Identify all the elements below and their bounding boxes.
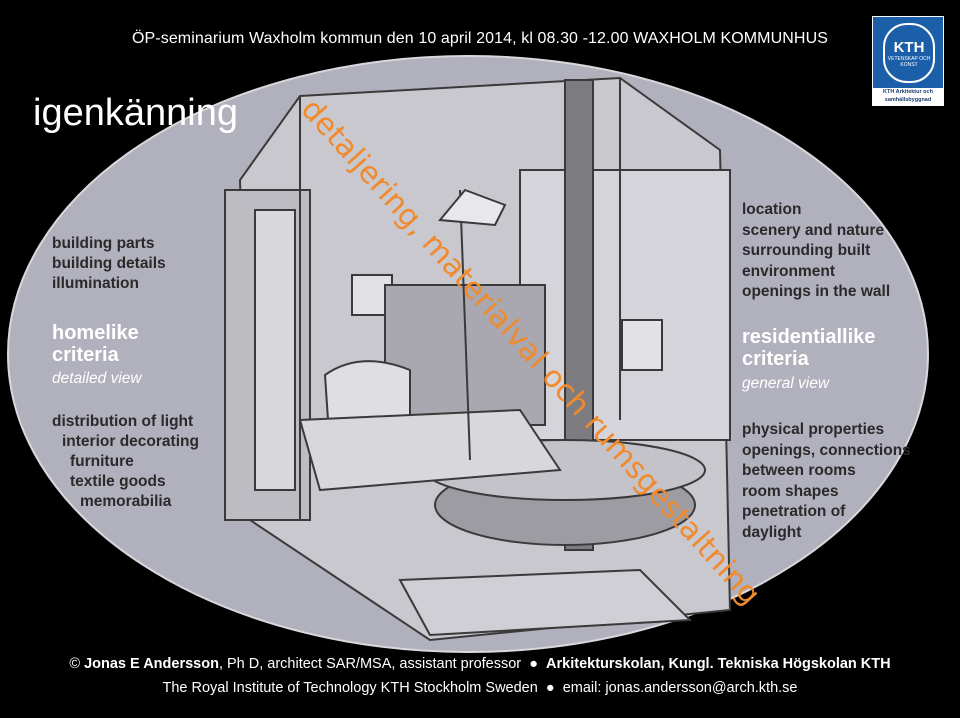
criteria-line: homelike (52, 322, 139, 344)
kth-logo-bar-text: KTH Arkitektur och samhällsbyggnad (883, 89, 933, 103)
list-item: distribution of light (52, 413, 194, 430)
school-name: Arkitekturskolan, Kungl. Tekniska Högsko… (546, 656, 891, 672)
list-item: room shapes (742, 482, 839, 500)
list-item: building details (52, 255, 166, 272)
detailed-view-label: detailed view (52, 370, 142, 387)
list-item: textile goods (70, 473, 166, 490)
seminar-header: ÖP-seminarium Waxholm kommun den 10 apri… (131, 30, 829, 47)
kth-logo-subtext: VETENSKAP OCH KONST (887, 56, 931, 68)
criteria-line: criteria (742, 348, 809, 370)
left-items-bottom: distribution of light interior decoratin… (52, 412, 199, 512)
list-item: penetration of (742, 503, 846, 520)
author-name: Jonas E Andersson (84, 656, 219, 672)
right-items-top: location scenery and nature surrounding … (742, 200, 890, 303)
list-item: surrounding built (742, 242, 871, 259)
footer-line-2: The Royal Institute of Technology KTH St… (0, 680, 960, 696)
list-item: interior decorating (62, 433, 199, 450)
list-item: building parts (52, 235, 155, 252)
list-item: environment (742, 262, 836, 280)
interior-sketch (224, 76, 732, 642)
list-item: physical properties (742, 421, 885, 438)
list-item: between rooms (742, 462, 856, 479)
homelike-criteria: homelike criteria (52, 322, 139, 366)
author-degree: , Ph D, architect SAR/MSA, assistant pro… (218, 656, 522, 672)
criteria-line: criteria (52, 344, 119, 366)
bullet-icon: ● (529, 656, 538, 672)
left-items-top: building parts building details illumina… (52, 234, 166, 294)
copyright-symbol: © (69, 656, 81, 672)
footer-line-1: © Jonas E Andersson, Ph D, architect SAR… (0, 656, 960, 672)
list-item: openings, connections (742, 441, 911, 459)
list-item: daylight (742, 523, 802, 541)
bullet-icon: ● (545, 680, 555, 696)
kth-seal: KTH VETENSKAP OCH KONST (883, 23, 935, 83)
list-item: scenery and nature (742, 221, 885, 239)
list-item: furniture (70, 453, 134, 470)
kth-logo-text: KTH (893, 39, 925, 56)
institute-name: The Royal Institute of Technology KTH St… (162, 680, 538, 696)
list-item: location (742, 201, 802, 218)
general-view-label: general view (742, 375, 830, 392)
page-title: igenkänning (33, 92, 238, 134)
list-item: illumination (52, 275, 139, 292)
right-items-bottom: physical properties openings, connection… (742, 420, 911, 543)
criteria-line: residentiallike (742, 326, 876, 348)
email-address: email: jonas.andersson@arch.kth.se (562, 680, 798, 696)
list-item: openings in the wall (742, 283, 891, 300)
kth-logo: KTH VETENSKAP OCH KONST KTH Arkitektur o… (872, 16, 944, 106)
list-item: memorabilia (80, 493, 172, 510)
residentiallike-criteria: residentiallike criteria (742, 326, 875, 370)
kth-logo-bar: KTH Arkitektur och samhällsbyggnad (873, 88, 943, 105)
